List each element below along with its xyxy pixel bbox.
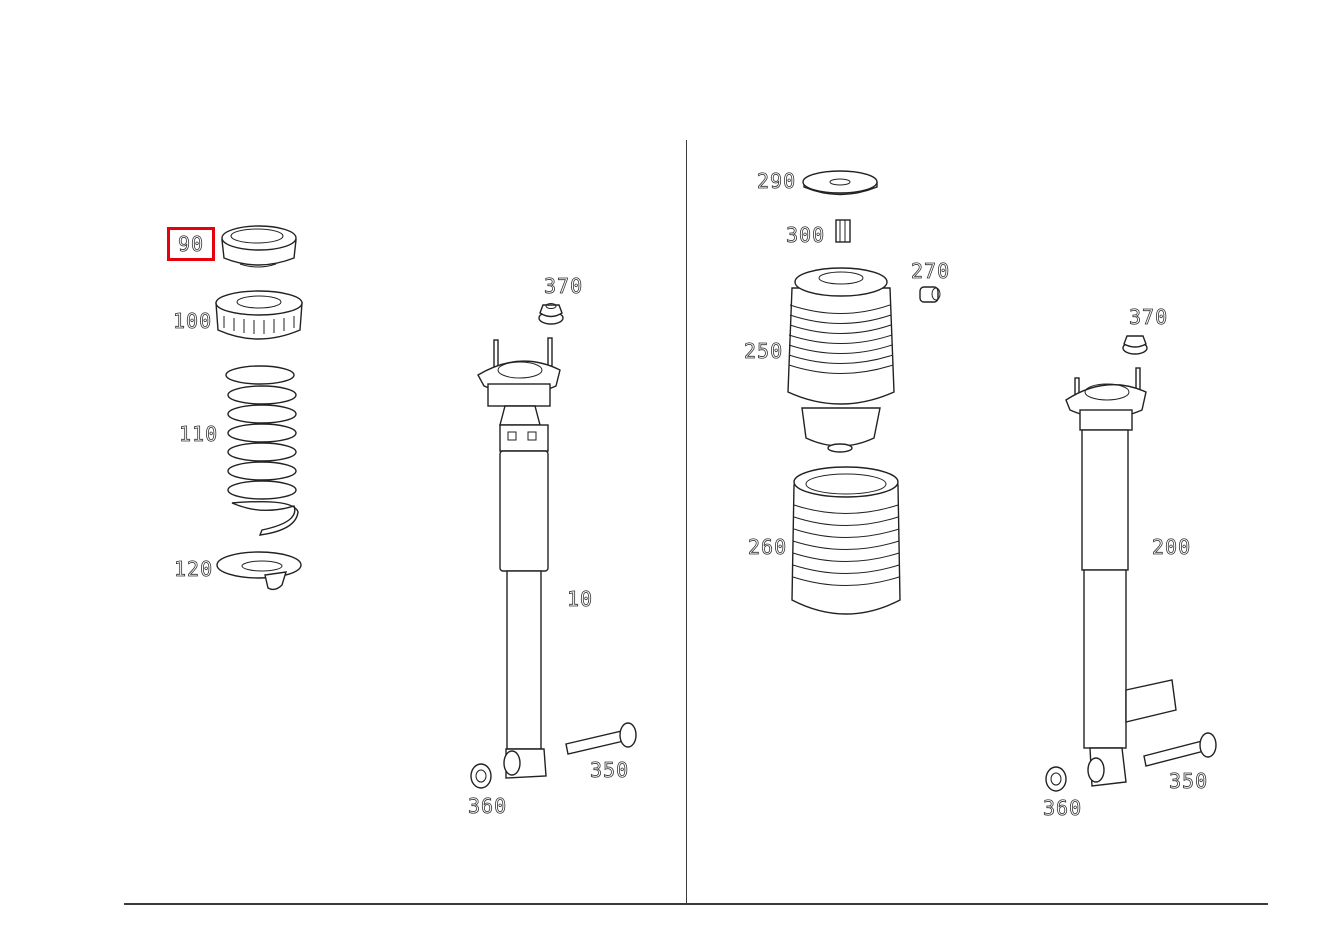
callout-10[interactable]: 10 <box>567 587 594 611</box>
part-110-coil-spring[interactable] <box>225 365 299 536</box>
part-360-nut-right[interactable] <box>1045 766 1067 792</box>
part-120-lower-pad[interactable] <box>216 551 302 591</box>
part-350-bolt-right[interactable] <box>1143 732 1217 767</box>
part-200-air-strut[interactable] <box>1065 367 1177 787</box>
part-270-residual-valve[interactable] <box>919 286 941 303</box>
callout-90[interactable]: 90 <box>166 227 216 261</box>
callout-350-left[interactable]: 350 <box>590 758 630 782</box>
callout-270[interactable]: 270 <box>911 259 951 283</box>
part-300-valve[interactable] <box>835 219 851 243</box>
part-350-bolt-left[interactable] <box>565 722 637 755</box>
part-250-air-bellows[interactable] <box>787 267 895 453</box>
callout-370-left[interactable]: 370 <box>544 274 584 298</box>
part-10-shock-absorber[interactable] <box>477 337 561 779</box>
part-370-nut-right[interactable] <box>1122 335 1148 355</box>
part-290-top-plate[interactable] <box>802 170 878 196</box>
footer-rule <box>124 903 1268 905</box>
callout-260[interactable]: 260 <box>748 535 788 559</box>
callout-360-left[interactable]: 360 <box>468 794 508 818</box>
callout-370-right[interactable]: 370 <box>1129 305 1169 329</box>
callout-300[interactable]: 300 <box>786 223 826 247</box>
part-90-spring-cap[interactable] <box>221 225 297 268</box>
callout-250[interactable]: 250 <box>744 339 784 363</box>
part-370-nut-left[interactable] <box>538 303 564 325</box>
callout-290[interactable]: 290 <box>757 169 797 193</box>
callout-120[interactable]: 120 <box>174 557 214 581</box>
part-360-nut-left[interactable] <box>470 763 492 789</box>
callout-100[interactable]: 100 <box>173 309 213 333</box>
callout-110[interactable]: 110 <box>179 422 219 446</box>
callout-350-right[interactable]: 350 <box>1169 769 1209 793</box>
part-100-upper-seat[interactable] <box>215 290 303 340</box>
part-260-air-sleeve[interactable] <box>791 466 901 615</box>
callout-200[interactable]: 200 <box>1152 535 1192 559</box>
callout-360-right[interactable]: 360 <box>1043 796 1083 820</box>
panel-divider <box>686 140 687 904</box>
